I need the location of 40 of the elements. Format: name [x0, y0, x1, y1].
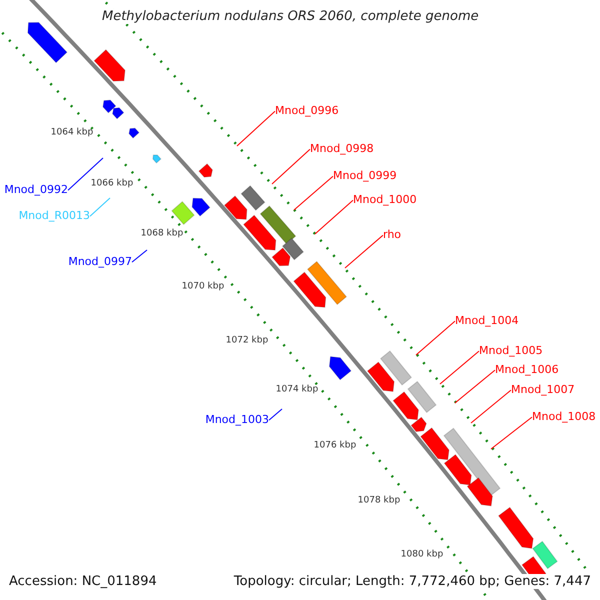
tick-label: 1074 kbp [276, 384, 318, 396]
accession-text: Accession: NC_011894 [9, 574, 157, 589]
tick-label: 1078 kbp [358, 496, 400, 506]
leader-line [344, 234, 384, 268]
title: Methylobacterium nodulans ORS 2060, complete genome [102, 9, 479, 24]
tick-label: 1066 kbp [90, 178, 134, 190]
gene-label: Mnod_0999 [333, 169, 397, 182]
gene-label: rho [383, 228, 402, 241]
leader-line [470, 390, 512, 424]
gene-label: Mnod_R0013 [18, 209, 90, 222]
leader-line [416, 320, 456, 356]
genome-info-text: Topology: circular; Length: 7,772,460 bp; Genes: 7,447 [234, 574, 591, 589]
leader-line [68, 158, 104, 191]
tick-label: 1072 kbp [226, 336, 268, 346]
tick-label: 1076 kbp [314, 440, 356, 452]
gene-label: Mnod_1004 [455, 314, 519, 327]
leader-line [294, 176, 334, 210]
leader-line [90, 198, 110, 217]
gene-label: Mnod_1005 [479, 344, 543, 357]
tick-label: 1068 kbp [140, 228, 184, 240]
leader-line [236, 110, 276, 146]
tick-label: 1064 kbp [50, 128, 94, 138]
gene-label: Mnod_0997 [68, 255, 132, 268]
gene-label: Mnod_1008 [532, 410, 596, 423]
leader-line [454, 370, 496, 404]
gene-label: Mnod_0992 [4, 183, 68, 196]
leader-line [440, 350, 480, 384]
gene-label: Mnod_0998 [310, 142, 374, 155]
leader-line [272, 148, 310, 184]
gene-label: Mnod_1000 [353, 193, 417, 206]
leader-line [490, 416, 532, 450]
gene-label: Mnod_1006 [495, 363, 559, 376]
gene-label: Mnod_1007 [511, 383, 575, 396]
gene-label: Mnod_0996 [275, 104, 339, 117]
leader-line [268, 408, 282, 421]
gene-label: Mnod_1003 [205, 413, 269, 426]
leader-line [132, 250, 148, 263]
leader-line [314, 200, 354, 234]
tick-label: 1070 kbp [182, 282, 224, 292]
tick-label: 1080 kbp [400, 550, 444, 560]
